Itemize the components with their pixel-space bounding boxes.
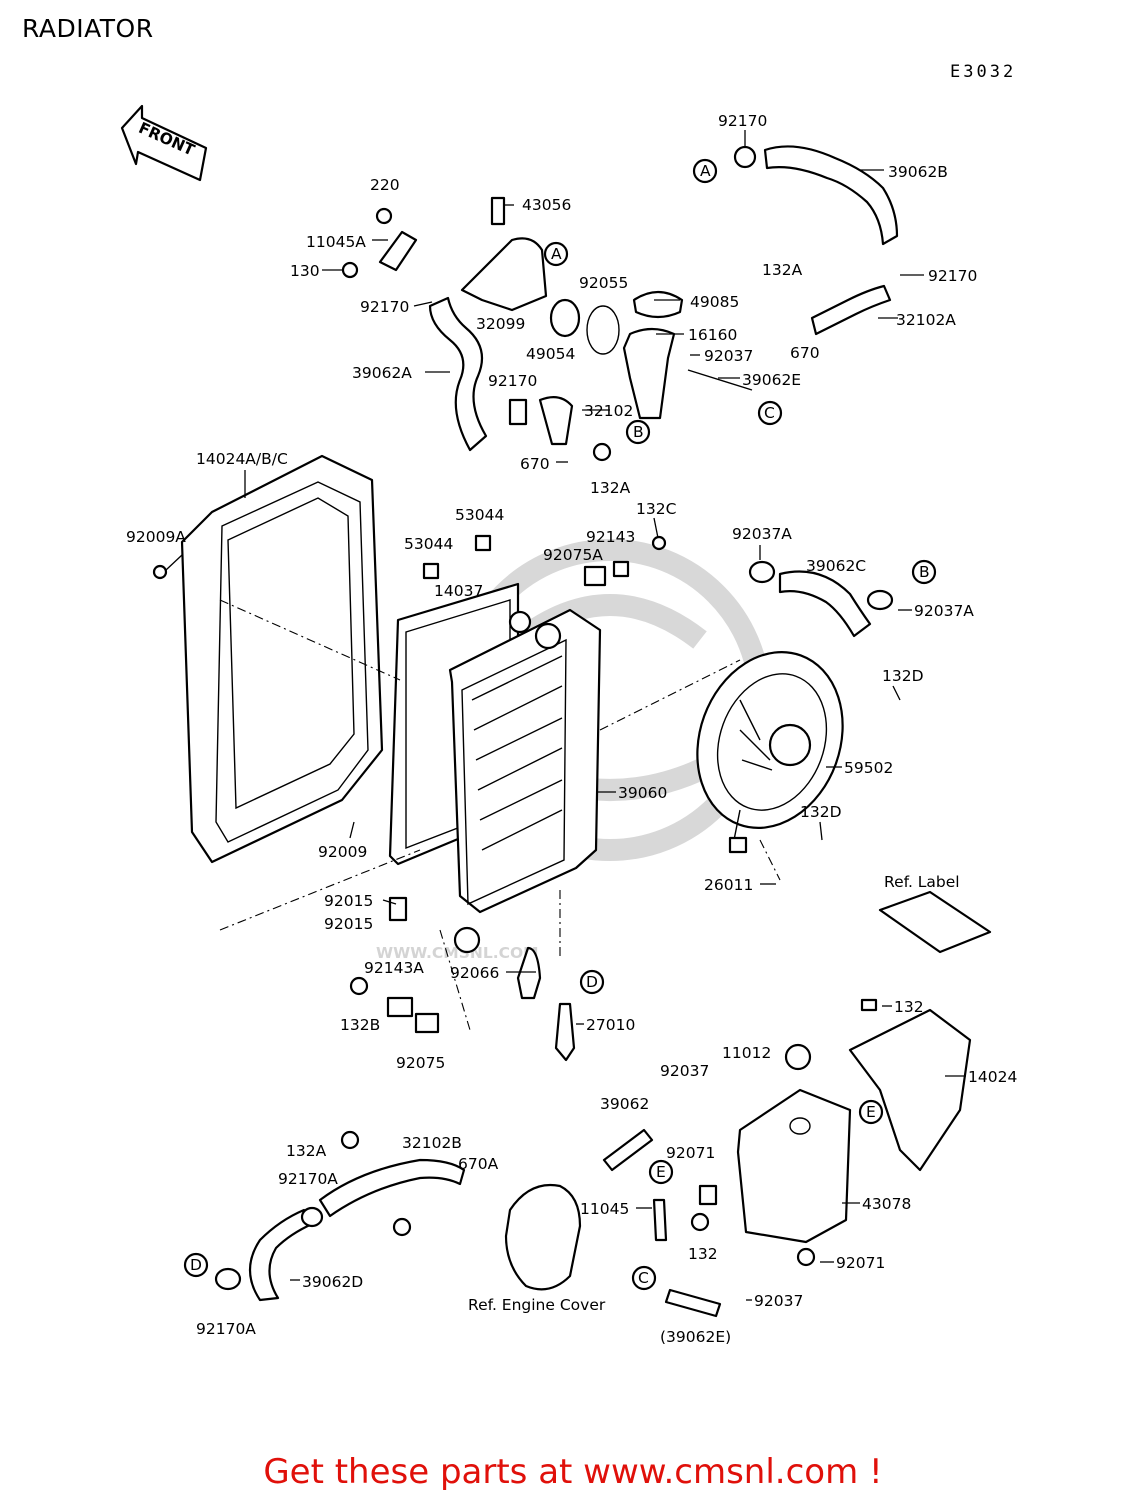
part-label: Ref. Engine Cover bbox=[468, 1296, 606, 1314]
part-label: 39062A bbox=[352, 364, 412, 382]
part-label: 32102B bbox=[402, 1134, 462, 1152]
part-label: 132D bbox=[800, 803, 842, 821]
part-label: 43078 bbox=[862, 1195, 911, 1213]
part-label: 92037 bbox=[704, 347, 753, 365]
part-label: 92066 bbox=[450, 964, 499, 982]
part-label: 14024 bbox=[968, 1068, 1017, 1086]
reserve-tank bbox=[698, 998, 972, 1267]
part-label: 32099 bbox=[476, 315, 525, 333]
part-label: 132B bbox=[340, 1016, 380, 1034]
part-label: 92170 bbox=[360, 298, 409, 316]
ref-letter-e-2: E bbox=[656, 1163, 666, 1181]
ref-letter-a-1: A bbox=[700, 162, 711, 180]
part-label: 39062B bbox=[888, 163, 948, 181]
part-label: 32102A bbox=[896, 311, 956, 329]
part-label: 14024A/B/C bbox=[196, 450, 288, 468]
part-label: 53044 bbox=[404, 535, 453, 553]
part-label: 92055 bbox=[579, 274, 628, 292]
part-label: 92170 bbox=[928, 267, 977, 285]
part-label: 92075 bbox=[396, 1054, 445, 1072]
part-label: 220 bbox=[370, 176, 400, 194]
part-label: 132A bbox=[762, 261, 803, 279]
part-label: 92143 bbox=[586, 528, 635, 546]
part-label: 92170A bbox=[196, 1320, 256, 1338]
part-label: 670 bbox=[520, 455, 550, 473]
part-label: 11045 bbox=[580, 1200, 629, 1218]
front-arrow: FRONT bbox=[120, 104, 208, 182]
ref-letter-b-1: B bbox=[633, 423, 644, 441]
page-title: RADIATOR bbox=[22, 14, 154, 43]
part-label: 59502 bbox=[844, 759, 893, 777]
ref-letter-b-2: B bbox=[919, 563, 930, 581]
part-label: 132 bbox=[688, 1245, 718, 1263]
part-label: 92170 bbox=[488, 372, 537, 390]
hose-39062c bbox=[422, 534, 894, 638]
ref-letter-c-2: C bbox=[638, 1269, 649, 1287]
ref-letter-d-2: D bbox=[190, 1256, 202, 1274]
radiator-fan bbox=[696, 651, 844, 854]
ref-label-plate bbox=[878, 890, 992, 954]
part-label: 16160 bbox=[688, 326, 737, 344]
part-label: 49054 bbox=[526, 345, 575, 363]
part-label: 92037 bbox=[754, 1292, 803, 1310]
part-label: 132D bbox=[882, 667, 924, 685]
part-label: 132C bbox=[636, 500, 676, 518]
leader-lines bbox=[165, 130, 966, 1301]
part-label: 92037A bbox=[732, 525, 792, 543]
part-label: 26011 bbox=[704, 876, 753, 894]
part-label: 130 bbox=[290, 262, 320, 280]
part-label: 132A bbox=[590, 479, 631, 497]
part-labels: 92170 39062B 220 43056 11045A 130 92055 … bbox=[126, 112, 1017, 1346]
part-label: 39062C bbox=[806, 557, 866, 575]
part-label: 49085 bbox=[690, 293, 739, 311]
part-label: 11012 bbox=[722, 1044, 771, 1062]
upper-hose-group bbox=[341, 145, 899, 462]
part-label: 92037 bbox=[660, 1062, 709, 1080]
watermark-text: WWW.CMSNL.COM bbox=[376, 944, 539, 962]
part-label: 92143A bbox=[364, 959, 424, 977]
part-label: 14037 bbox=[434, 582, 483, 600]
part-label: Ref. Label bbox=[884, 873, 960, 891]
part-label: 92170A bbox=[278, 1170, 338, 1188]
diagram-code: E3032 bbox=[950, 62, 1017, 82]
part-label: 92015 bbox=[324, 915, 373, 933]
part-label: 39062 bbox=[600, 1095, 649, 1113]
part-label: 92170 bbox=[718, 112, 767, 130]
part-label: 92015 bbox=[324, 892, 373, 910]
alignment-lines bbox=[219, 599, 781, 1031]
part-label: 670 bbox=[790, 344, 820, 362]
ref-letter-d-1: D bbox=[586, 973, 598, 991]
reference-letters: A A B B C C D D E E bbox=[183, 158, 937, 1291]
ref-letter-e-1: E bbox=[866, 1103, 876, 1121]
part-label: 39062E bbox=[742, 371, 801, 389]
radiator-core bbox=[448, 608, 602, 954]
part-label: 132 bbox=[894, 998, 924, 1016]
lower-hoses bbox=[214, 1128, 722, 1318]
part-label: 43056 bbox=[522, 196, 571, 214]
radiator-shroud bbox=[152, 454, 384, 864]
part-label: 92071 bbox=[836, 1254, 885, 1272]
part-label: 92071 bbox=[666, 1144, 715, 1162]
lower-fittings bbox=[349, 896, 576, 1062]
call-to-action-link[interactable]: Get these parts at www.cmsnl.com ! bbox=[263, 1452, 883, 1492]
part-label: (39062E) bbox=[660, 1328, 731, 1346]
part-label: 39062D bbox=[302, 1273, 363, 1291]
part-label: 92009A bbox=[126, 528, 186, 546]
part-label: 32102 bbox=[584, 402, 633, 420]
part-label: 27010 bbox=[586, 1016, 635, 1034]
part-label: 92037A bbox=[914, 602, 974, 620]
part-label: 670A bbox=[458, 1155, 499, 1173]
part-label: 92009 bbox=[318, 843, 367, 861]
ref-letter-c-1: C bbox=[764, 404, 775, 422]
ref-letter-a-2: A bbox=[551, 245, 562, 263]
radiator-parts-diagram: CMS WWW.CMSNL.COM FRONT bbox=[120, 104, 1017, 1346]
part-label: 53044 bbox=[455, 506, 504, 524]
part-label: 92075A bbox=[543, 546, 603, 564]
part-label: 132A bbox=[286, 1142, 327, 1160]
part-label: 11045A bbox=[306, 233, 366, 251]
part-label: 39060 bbox=[618, 784, 667, 802]
